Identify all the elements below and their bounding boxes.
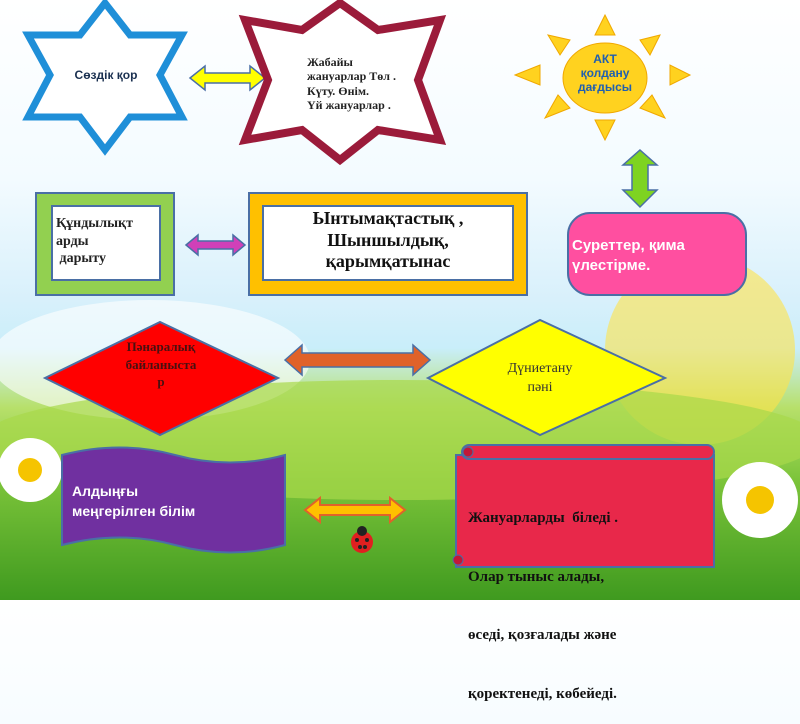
red-scroll-shape [452,444,715,568]
purple-banner-shape [61,446,286,554]
yellow-diamond-text: Дүниетану пәні [490,360,590,398]
red-diamond-text: Пәнаралық байланыста р [105,338,217,391]
text-line: Ынтымақтастық , [312,208,464,228]
sun-shape [513,13,692,142]
red-diamond-shape [42,320,281,437]
text-line: арды [56,233,89,249]
text-line: өседі, қозғалады және [468,627,617,643]
text-line: пәні [527,379,553,395]
text-line: АКТ [593,52,617,66]
text-line: Жабайы [307,55,353,69]
green-box-inner [51,205,161,281]
double-arrow-orange [283,343,432,377]
text-line: Құндылықт [56,216,133,231]
ladybug-icon [351,526,373,553]
pink-box-shape [567,212,747,296]
text-line: дағдысы [577,79,633,94]
text-line: Олар тыныс алады, [468,568,605,585]
double-arrow-orange-small [303,495,407,525]
text-line: р [157,374,165,390]
text-line: жануарлар Төл . [307,69,396,84]
yellow-diamond-shape [425,318,668,437]
green-box-text: Құндылықт арды дарыту [56,215,133,268]
text-line: Үй жануарлар . [307,98,391,113]
text-line: Дүниетану [507,361,573,376]
sun-text: АКТ қолдану дағдысы [565,52,645,94]
purple-banner-text: Алдыңғы меңгерілген білім [72,482,195,521]
pink-box-text: Суреттер, қима үлестірме. [572,236,685,275]
text-line: дарыту [56,251,107,266]
text-line: меңгерілген білім [72,502,196,519]
text-line: Шыншылдық, [327,229,449,250]
text-line: қолдану [580,65,630,80]
red-scroll-text: Жануарларды біледі . Олар тыныс алады, ө… [468,470,618,724]
slide-graphics [0,0,800,568]
text-line: Жануарларды біледі . [468,510,619,526]
star-center-shape [238,0,447,166]
text-line: Алдыңғы [72,483,139,499]
star-left-label: Сөздік қор [74,68,138,82]
orange-box-text: Ынтымақтастық , Шыншылдық, қарымқатынас [263,208,513,273]
orange-box-inner [262,205,514,281]
text-line: үлестірме. [572,256,651,274]
daisy-right-icon [722,462,798,538]
text-line: қарымқатынас [325,251,451,272]
star-left-shape [22,0,188,156]
text-line: қоректенеді, көбейеді. [468,685,617,702]
double-arrow-pink [184,233,247,257]
text-line: Пәнаралық [126,339,196,354]
double-arrow-green [621,148,659,209]
text-line: Күту. Өнім. [307,83,369,98]
daisy-left-icon [0,438,62,502]
double-arrow-yellow [188,64,267,92]
text-line: Суреттер, қима [572,237,685,254]
star-center-text: Жабайы жануарлар Төл . Күту. Өнім. Үй жа… [307,55,396,113]
text-line: байланыста [125,356,197,372]
